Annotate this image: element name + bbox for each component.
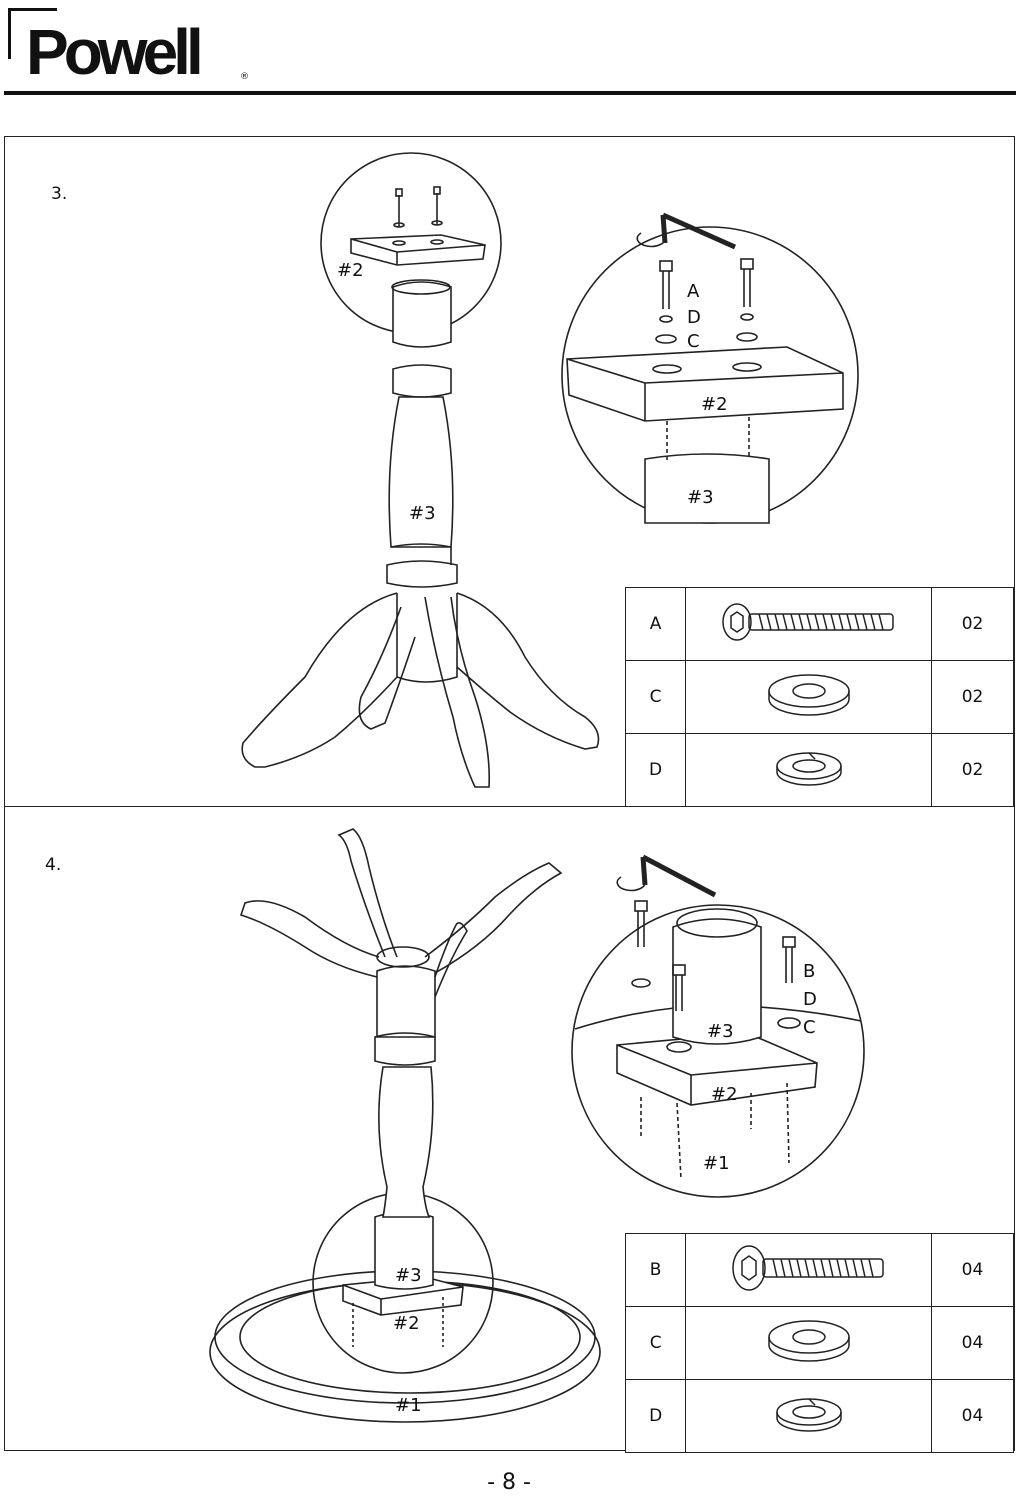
page-number: - 8 - [487,1470,531,1495]
label-detail-part-2: #2 [701,394,728,415]
brand-logo: Powell ® [4,6,254,86]
part-code: A [624,587,687,661]
header-rule [4,91,1016,95]
part-code: C [624,1306,687,1380]
label-detail-part-2: #2 [711,1084,738,1105]
part-code: C [624,660,687,734]
bolt-icon [685,1233,932,1307]
bolt-icon [685,587,933,661]
label-detail-part-3: #3 [687,487,714,508]
label-hardware-c: C [803,1017,816,1038]
table-row: C 04 [624,1306,1015,1380]
step-4-illustration: #3 #2 #1 #3 #2 #1 B D C [209,828,865,1423]
parts-table-step-4: B 04 C 04 D [624,1233,1015,1453]
brand-name: Powell [26,16,204,88]
label-hardware-c: C [687,331,700,352]
table-row: D 02 [624,733,1014,807]
label-part-2: #2 [337,260,364,281]
label-part-2: #2 [393,1313,420,1334]
part-qty: 02 [931,660,1014,734]
flat-washer-icon [685,1306,932,1380]
label-part-3: #3 [409,503,436,524]
logo-box-mark [8,8,57,59]
part-qty: 02 [931,587,1014,661]
label-detail-part-3: #3 [707,1021,734,1042]
label-detail-part-1: #1 [703,1153,730,1174]
part-code: D [624,1379,687,1453]
lock-washer-icon [685,733,933,807]
label-part-1: #1 [395,1395,422,1416]
step-3-illustration: #2 #3 #2 #3 A D C [241,152,859,788]
label-hardware-a: A [687,281,700,302]
registered-mark: ® [240,72,249,82]
part-code: B [624,1233,687,1307]
table-row: C 02 [624,660,1014,734]
part-qty: 04 [930,1379,1015,1453]
part-qty: 02 [931,733,1014,807]
label-part-3: #3 [395,1265,422,1286]
table-row: A 02 [624,587,1014,661]
step-number: 4. [45,855,62,875]
flat-washer-icon [685,660,933,734]
step-number: 3. [51,184,68,204]
table-row: D 04 [624,1379,1015,1453]
part-code: D [624,733,687,807]
part-qty: 04 [930,1306,1015,1380]
lock-washer-icon [685,1379,932,1453]
parts-table-step-3: A 02 C 02 D [624,587,1014,807]
label-hardware-b: B [803,961,815,982]
label-hardware-d: D [687,307,701,328]
step-3-panel: 3. [4,136,1015,807]
table-row: B 04 [624,1233,1015,1307]
step-4-panel: 4. [4,806,1015,1453]
part-qty: 04 [930,1233,1015,1307]
label-hardware-d: D [803,989,817,1010]
